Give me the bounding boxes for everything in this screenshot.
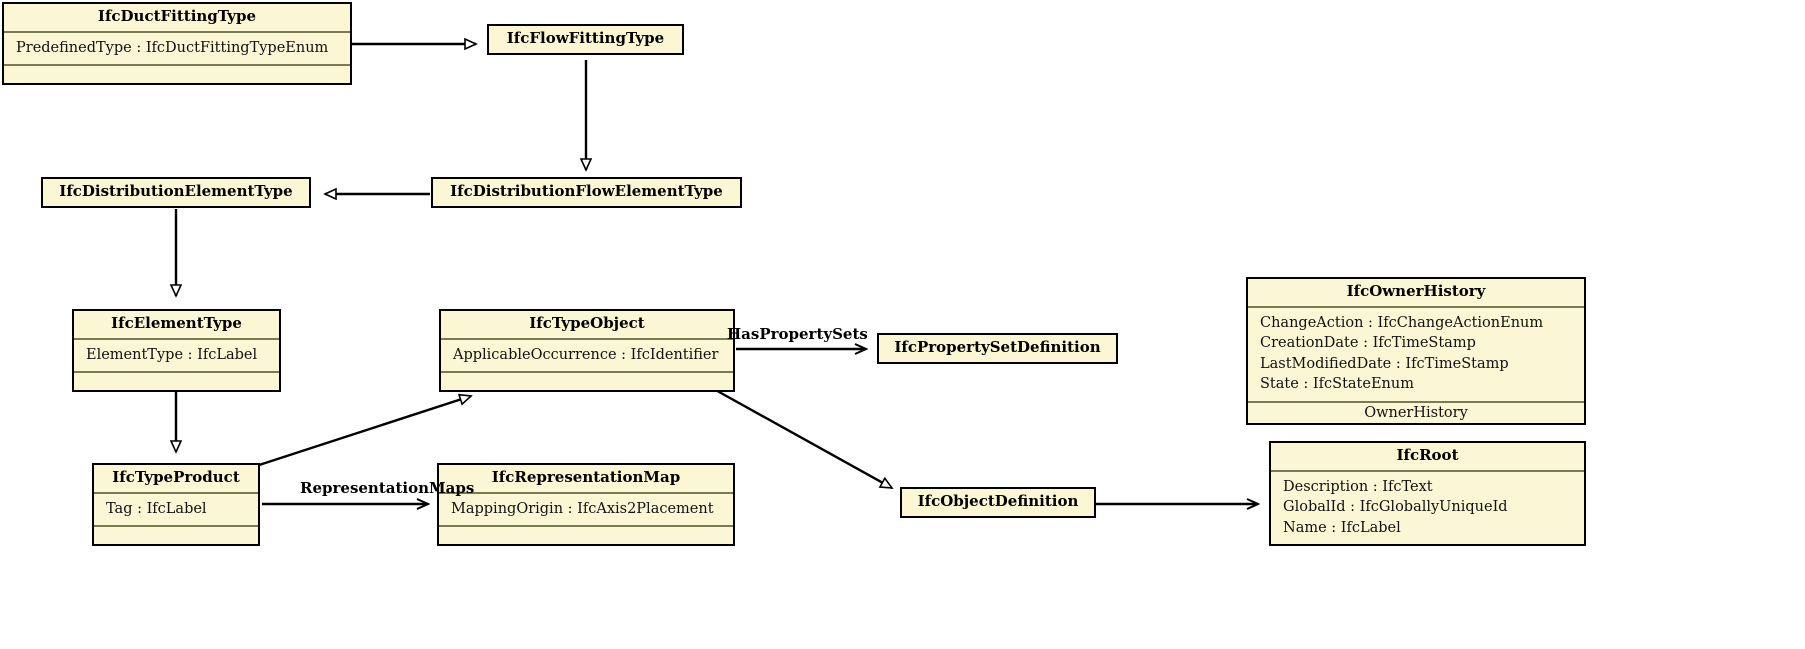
compartment-separator [439,491,733,494]
edge-typeobject-to-objectdefinition [711,386,892,490]
class-title: IfcDistributionFlowElementType [450,182,723,200]
class-operations [94,527,258,544]
class-title: IfcOwnerHistory [1346,282,1486,300]
class-attributes: Tag : IfcLabel [106,500,207,517]
class-box-ifcductfittingtype[interactable]: IfcDuctFittingType PredefinedType : IfcD… [2,2,352,86]
class-title: IfcDuctFittingType [97,7,257,25]
class-attributes: Description : IfcText GlobalId : IfcGlob… [1271,472,1584,545]
compartment-separator [4,64,350,67]
compartment-separator [94,525,258,528]
compartment-separator [74,337,279,340]
class-operations [439,527,733,544]
attribute-row: State : IfcStateEnum [1260,376,1414,393]
class-title: IfcElementType [111,314,242,332]
class-box-ifcobjectdefinition[interactable]: IfcObjectDefinition [900,487,1096,518]
class-box-ifcelementtype[interactable]: IfcElementType ElementType : IfcLabel [72,309,281,393]
compartment-separator [74,371,279,374]
attribute-row: Name : IfcLabel [1283,519,1401,536]
compartment-separator [441,337,733,340]
compartment-separator [1271,469,1584,472]
compartment-separator [1248,305,1584,308]
attribute-row: Description : IfcText [1283,478,1433,495]
class-box-ifctypeproduct[interactable]: IfcTypeProduct Tag : IfcLabel [92,463,260,547]
class-operations [4,66,350,83]
compartment-separator [441,371,733,374]
class-title: IfcDistributionElementType [59,182,293,200]
class-box-ifcpropertysetdefinition[interactable]: IfcPropertySetDefinition [877,333,1118,364]
class-title: IfcTypeProduct [112,468,240,486]
edge-label-representationmaps: RepresentationMaps [300,479,475,497]
edge-label-haspropertysets: HasPropertySets [727,325,868,343]
class-attributes: PredefinedType : IfcDuctFittingTypeEnum [16,39,329,56]
class-title: IfcFlowFittingType [506,29,665,47]
class-box-ifcdistributionflowelementtype[interactable]: IfcDistributionFlowElementType [431,177,742,208]
class-attributes: MappingOrigin : IfcAxis2Placement [451,500,714,517]
class-attributes: ApplicableOccurrence : IfcIdentifier [453,346,719,363]
class-box-ifcflowfittingtype[interactable]: IfcFlowFittingType [487,24,684,55]
compartment-separator [4,30,350,33]
class-title: IfcObjectDefinition [917,492,1079,510]
class-box-ifcrepresentationmap[interactable]: IfcRepresentationMap MappingOrigin : Ifc… [437,463,735,547]
compartment-separator [439,525,733,528]
edge-typeproduct-to-typeobject [255,396,471,468]
compartment-separator [1248,401,1584,404]
class-operations [441,373,733,390]
class-attributes: ElementType : IfcLabel [86,346,258,363]
class-operations [74,373,279,390]
class-box-ifctypeobject[interactable]: IfcTypeObject ApplicableOccurrence : Ifc… [439,309,735,393]
compartment-separator [94,491,258,494]
class-box-ifcdistributionelementtype[interactable]: IfcDistributionElementType [41,177,311,208]
class-title: IfcRepresentationMap [491,468,681,486]
attribute-row: GlobalId : IfcGloballyUniqueId [1283,499,1508,516]
class-title: IfcRoot [1396,446,1459,464]
class-operations: OwnerHistory [1364,405,1468,422]
class-attributes: ChangeAction : IfcChangeActionEnum Creat… [1248,308,1584,401]
class-title: IfcTypeObject [529,314,645,332]
class-box-ifcownerhistory[interactable]: IfcOwnerHistory ChangeAction : IfcChange… [1246,277,1586,426]
attribute-row: LastModifiedDate : IfcTimeStamp [1260,355,1509,372]
class-box-ifcroot[interactable]: IfcRoot Description : IfcText GlobalId :… [1269,441,1586,547]
attribute-row: CreationDate : IfcTimeStamp [1260,335,1476,352]
attribute-row: ChangeAction : IfcChangeActionEnum [1260,314,1544,331]
class-title: IfcPropertySetDefinition [894,338,1101,356]
